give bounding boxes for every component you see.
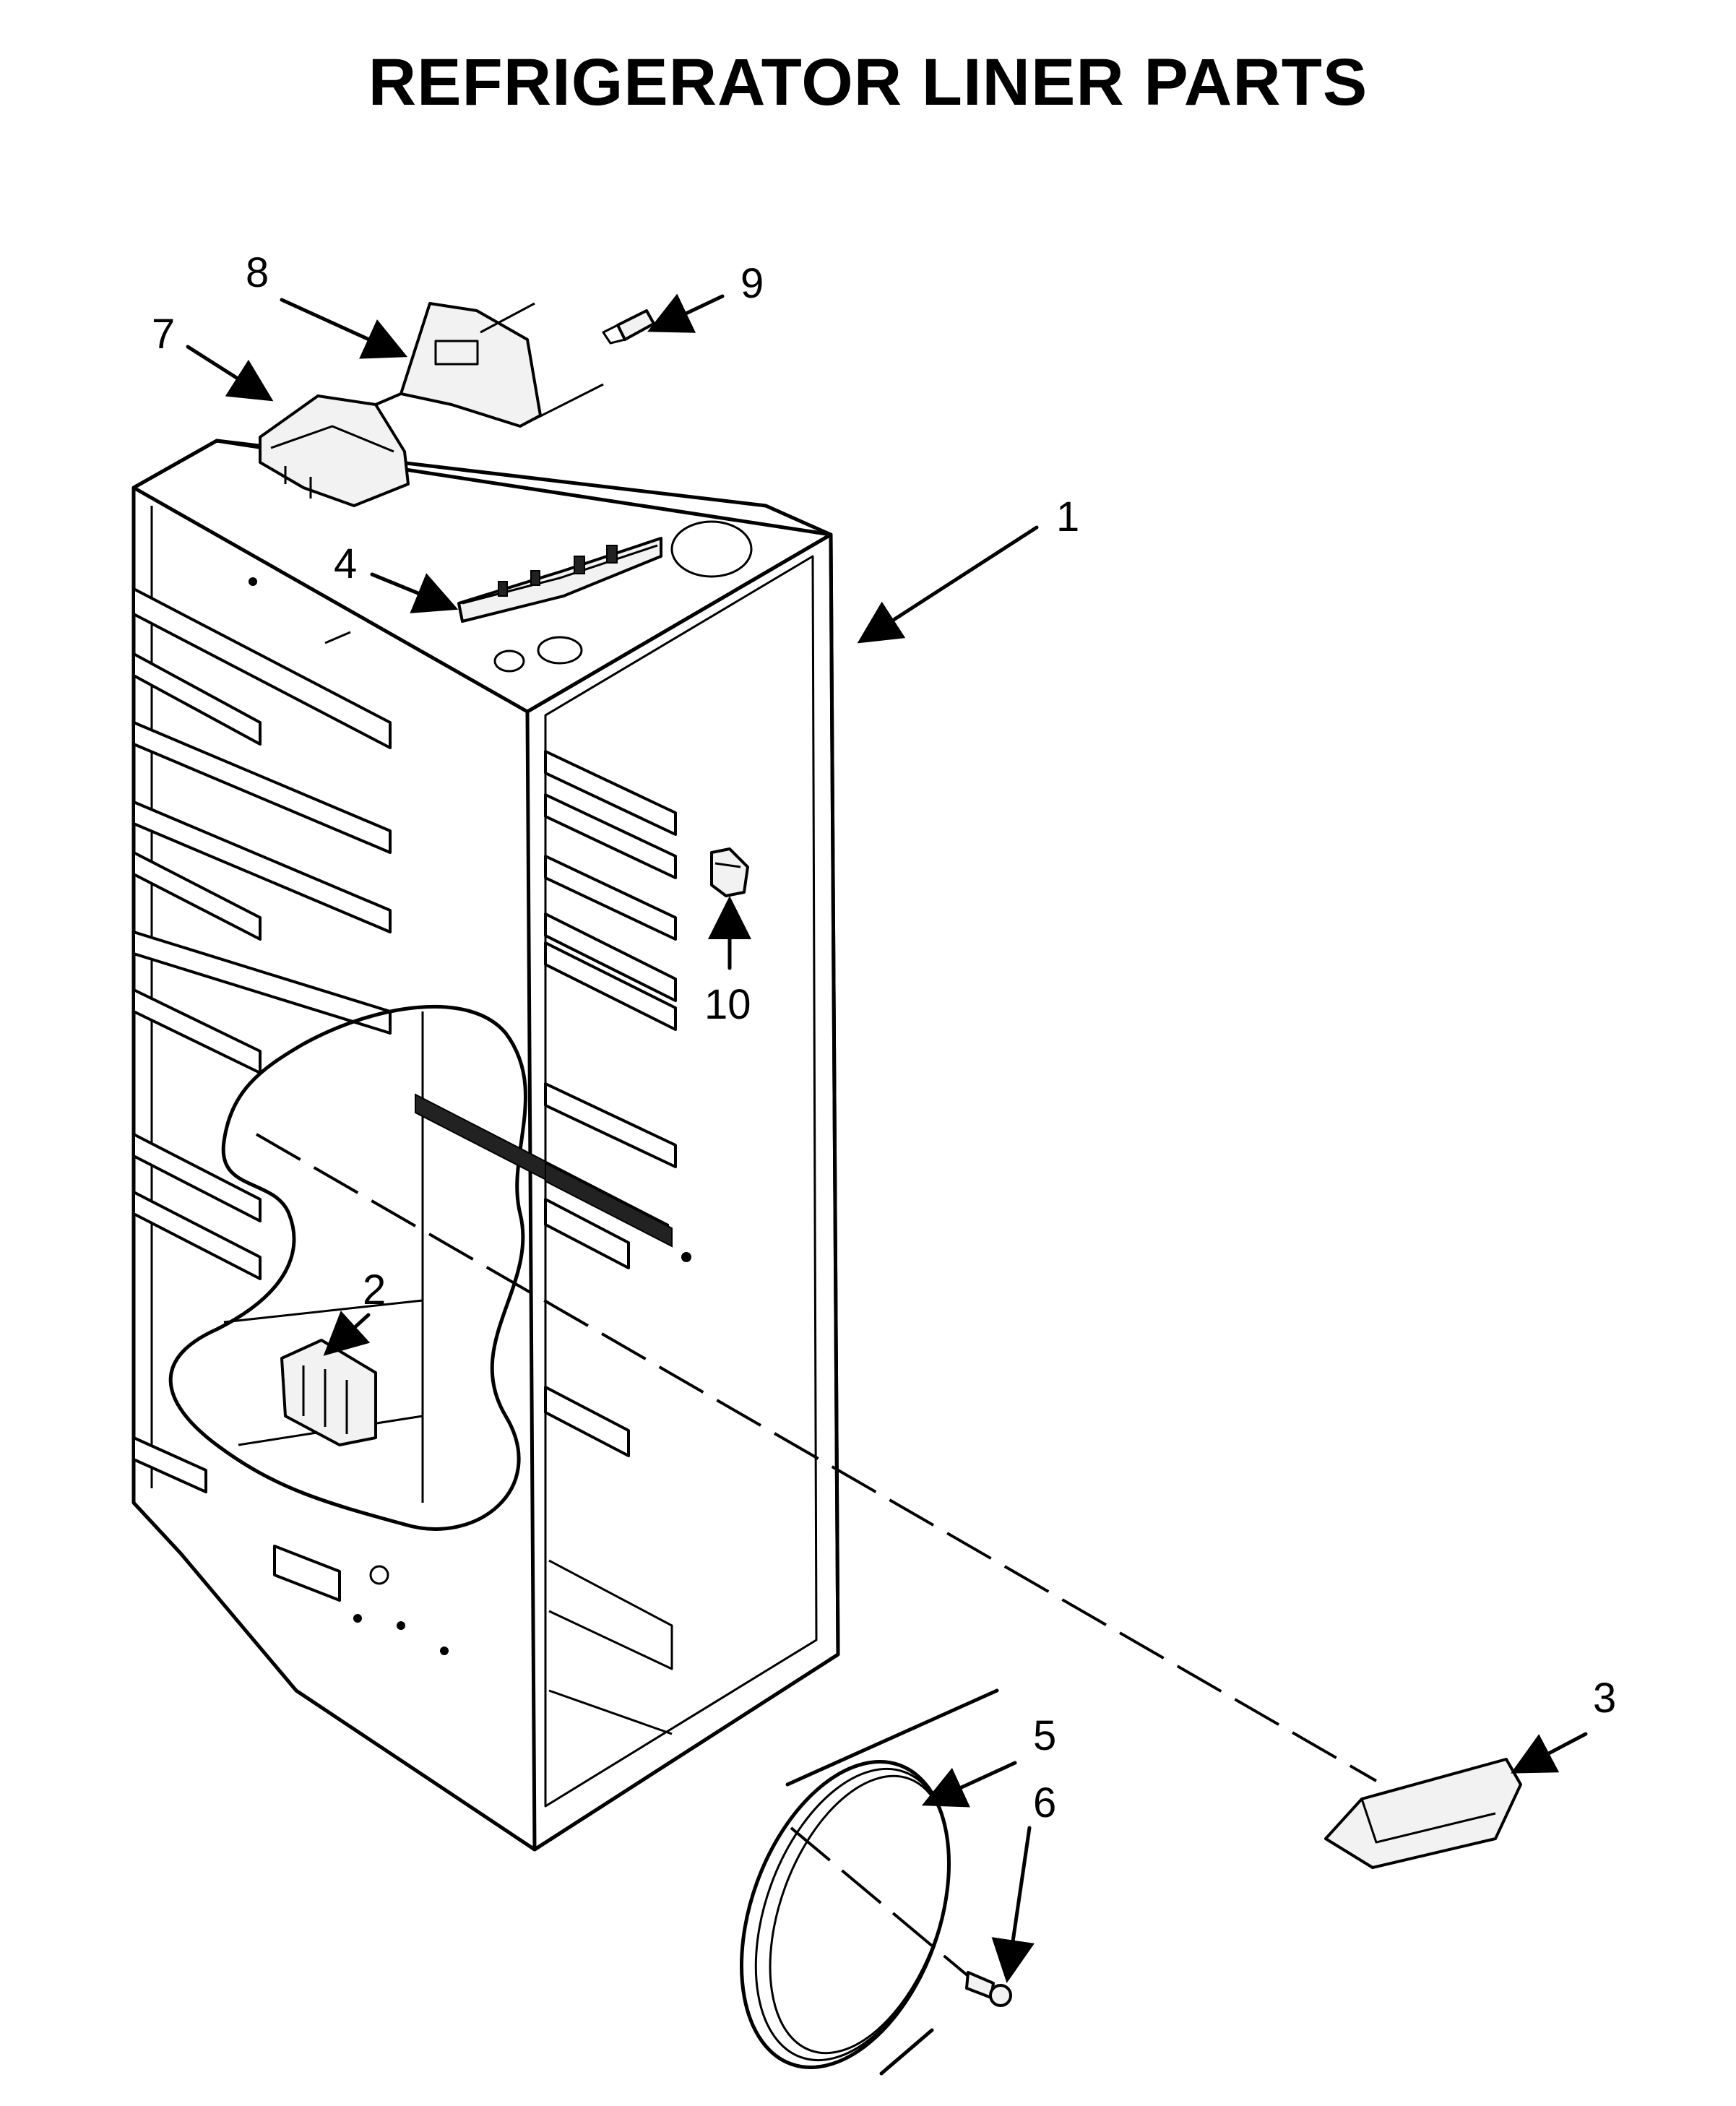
light-housing [259,394,410,507]
callout-8: 8 [246,249,269,296]
control-board [457,537,662,623]
callout-2: 2 [363,1266,386,1313]
refrigerator-liner [131,439,840,1852]
leader-lines [186,293,1588,1983]
callout-1: 1 [1056,493,1079,540]
diagram-title: REFRIGERATOR LINER PARTS [368,46,1368,119]
screw-6 [965,1971,1012,2007]
callout-4: 4 [334,540,357,587]
callout-7: 7 [152,311,175,358]
callout-labels: 1 2 3 4 5 6 7 8 9 10 [152,249,1616,1826]
callout-10: 10 [704,981,751,1028]
callout-5: 5 [1033,1712,1056,1759]
right-shelf-rails [544,750,677,1457]
vent-grille [280,1339,377,1446]
alignment-lines [255,392,1378,1977]
mounting-bracket [400,302,542,428]
callout-3: 3 [1593,1675,1616,1722]
callout-6: 6 [1033,1779,1056,1826]
light-shield [1324,1758,1522,1869]
screw-9 [534,309,655,420]
water-tubing [740,1688,999,2076]
clip-10 [710,847,749,897]
left-shelf-rails [132,587,392,1602]
callout-9: 9 [740,260,764,307]
